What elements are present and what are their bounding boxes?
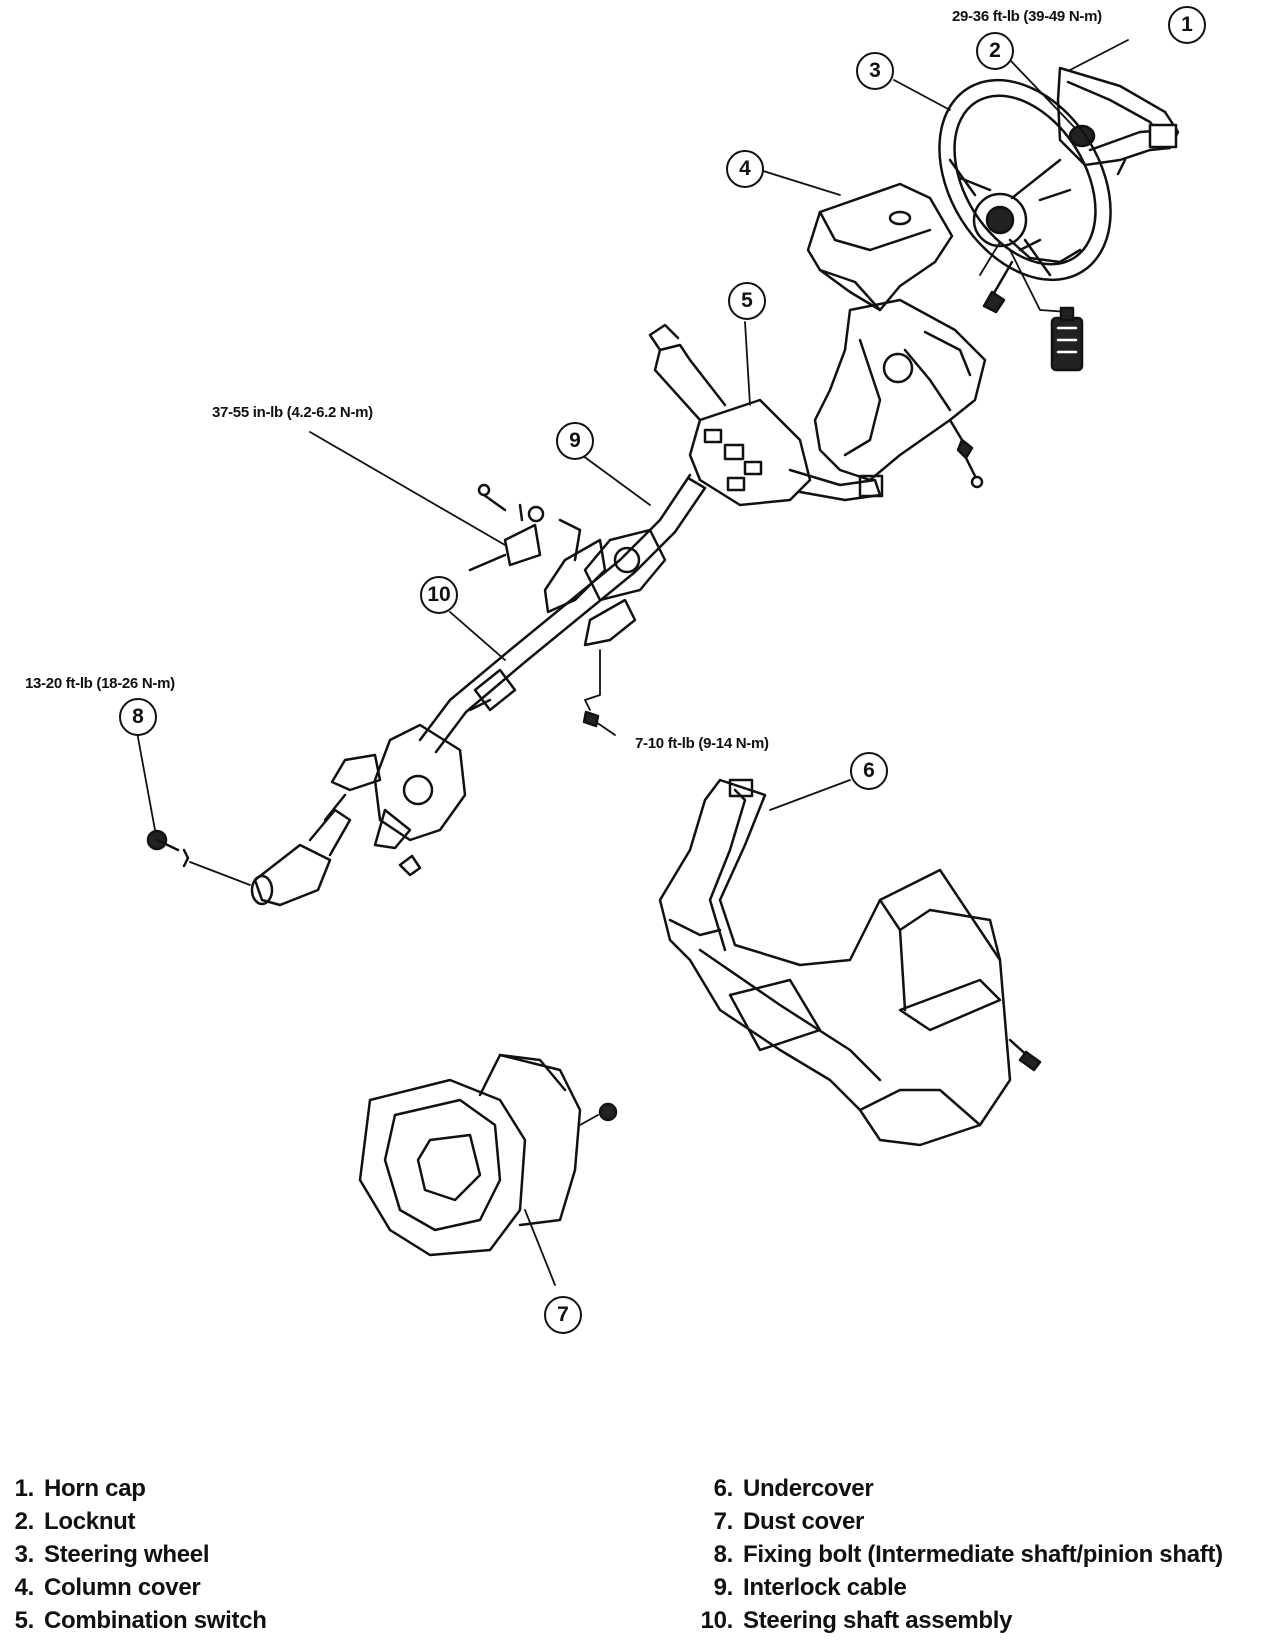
legend-item: 7.Dust cover — [713, 1508, 865, 1535]
legend-item: 5.Combination switch — [14, 1607, 267, 1634]
legend-item: 9.Interlock cable — [713, 1574, 907, 1601]
lower-column-cover — [813, 298, 987, 489]
combination-switch-part — [648, 321, 884, 507]
wheel-screw — [982, 260, 1014, 314]
callout-10: 10 — [420, 576, 458, 614]
callout-1: 1 — [1168, 6, 1206, 44]
intermediate-shaft — [250, 793, 352, 907]
legend-label: Fixing bolt (Intermediate shaft/pinion s… — [743, 1541, 1223, 1568]
legend-label: Interlock cable — [743, 1574, 907, 1601]
column-cover-part — [759, 169, 954, 312]
legend-label: Undercover — [743, 1475, 874, 1502]
torque-spec-fixing-bolt: 13-20 ft-lb (18-26 N-m) — [25, 675, 175, 692]
legend-label: Horn cap — [44, 1475, 146, 1502]
legend-label: Dust cover — [743, 1508, 865, 1535]
column-bracket — [330, 723, 467, 877]
puller-tool — [1050, 306, 1084, 372]
callout-6: 6 — [850, 752, 888, 790]
locknut-part — [1009, 59, 1096, 148]
callout-4: 4 — [726, 150, 764, 188]
torque-spec-cable-bracket: 37-55 in-lb (4.2-6.2 N-m) — [212, 404, 373, 421]
legend-label: Steering shaft assembly — [743, 1607, 1013, 1634]
steering-wheel-part — [893, 78, 1112, 313]
undercover-part — [658, 778, 1042, 1147]
legend-item: 2.Locknut — [14, 1508, 136, 1535]
horn-cap-part — [1056, 39, 1180, 176]
callout-2: 2 — [976, 32, 1014, 70]
exploded-view-drawing — [136, 39, 1180, 1286]
legend-label: Locknut — [44, 1508, 136, 1535]
legend-label: Steering wheel — [44, 1541, 210, 1568]
legend-item: 8.Fixing bolt (Intermediate shaft/pinion… — [713, 1541, 1224, 1568]
fixing-bolt-part — [136, 731, 251, 886]
callout-7: 7 — [544, 1296, 582, 1334]
legend-item: 4.Column cover — [14, 1574, 201, 1601]
legend-item: 10.Steering shaft assembly — [700, 1607, 1013, 1634]
torque-spec-horn-cap: 29-36 ft-lb (39-49 N-m) — [952, 8, 1102, 25]
callout-9: 9 — [556, 422, 594, 460]
legend-item: 6.Undercover — [713, 1475, 874, 1502]
parts-legend-right: 6.Undercover 7.Dust cover 8.Fixing bolt … — [695, 1472, 1224, 1637]
callout-3: 3 — [856, 52, 894, 90]
legend-item: 1.Horn cap — [14, 1475, 146, 1502]
callout-5: 5 — [728, 282, 766, 320]
dust-cover-part — [358, 1053, 618, 1286]
legend-label: Column cover — [44, 1574, 201, 1601]
callout-8: 8 — [119, 698, 157, 736]
parts-legend-left: 1.Horn cap 2.Locknut 3.Steering wheel 4.… — [10, 1472, 267, 1637]
legend-label: Combination switch — [44, 1607, 267, 1634]
legend-item: 3.Steering wheel — [14, 1541, 210, 1568]
torque-spec-column-bolt: 7-10 ft-lb (9-14 N-m) — [635, 735, 769, 752]
steering-shaft-part — [309, 431, 707, 754]
